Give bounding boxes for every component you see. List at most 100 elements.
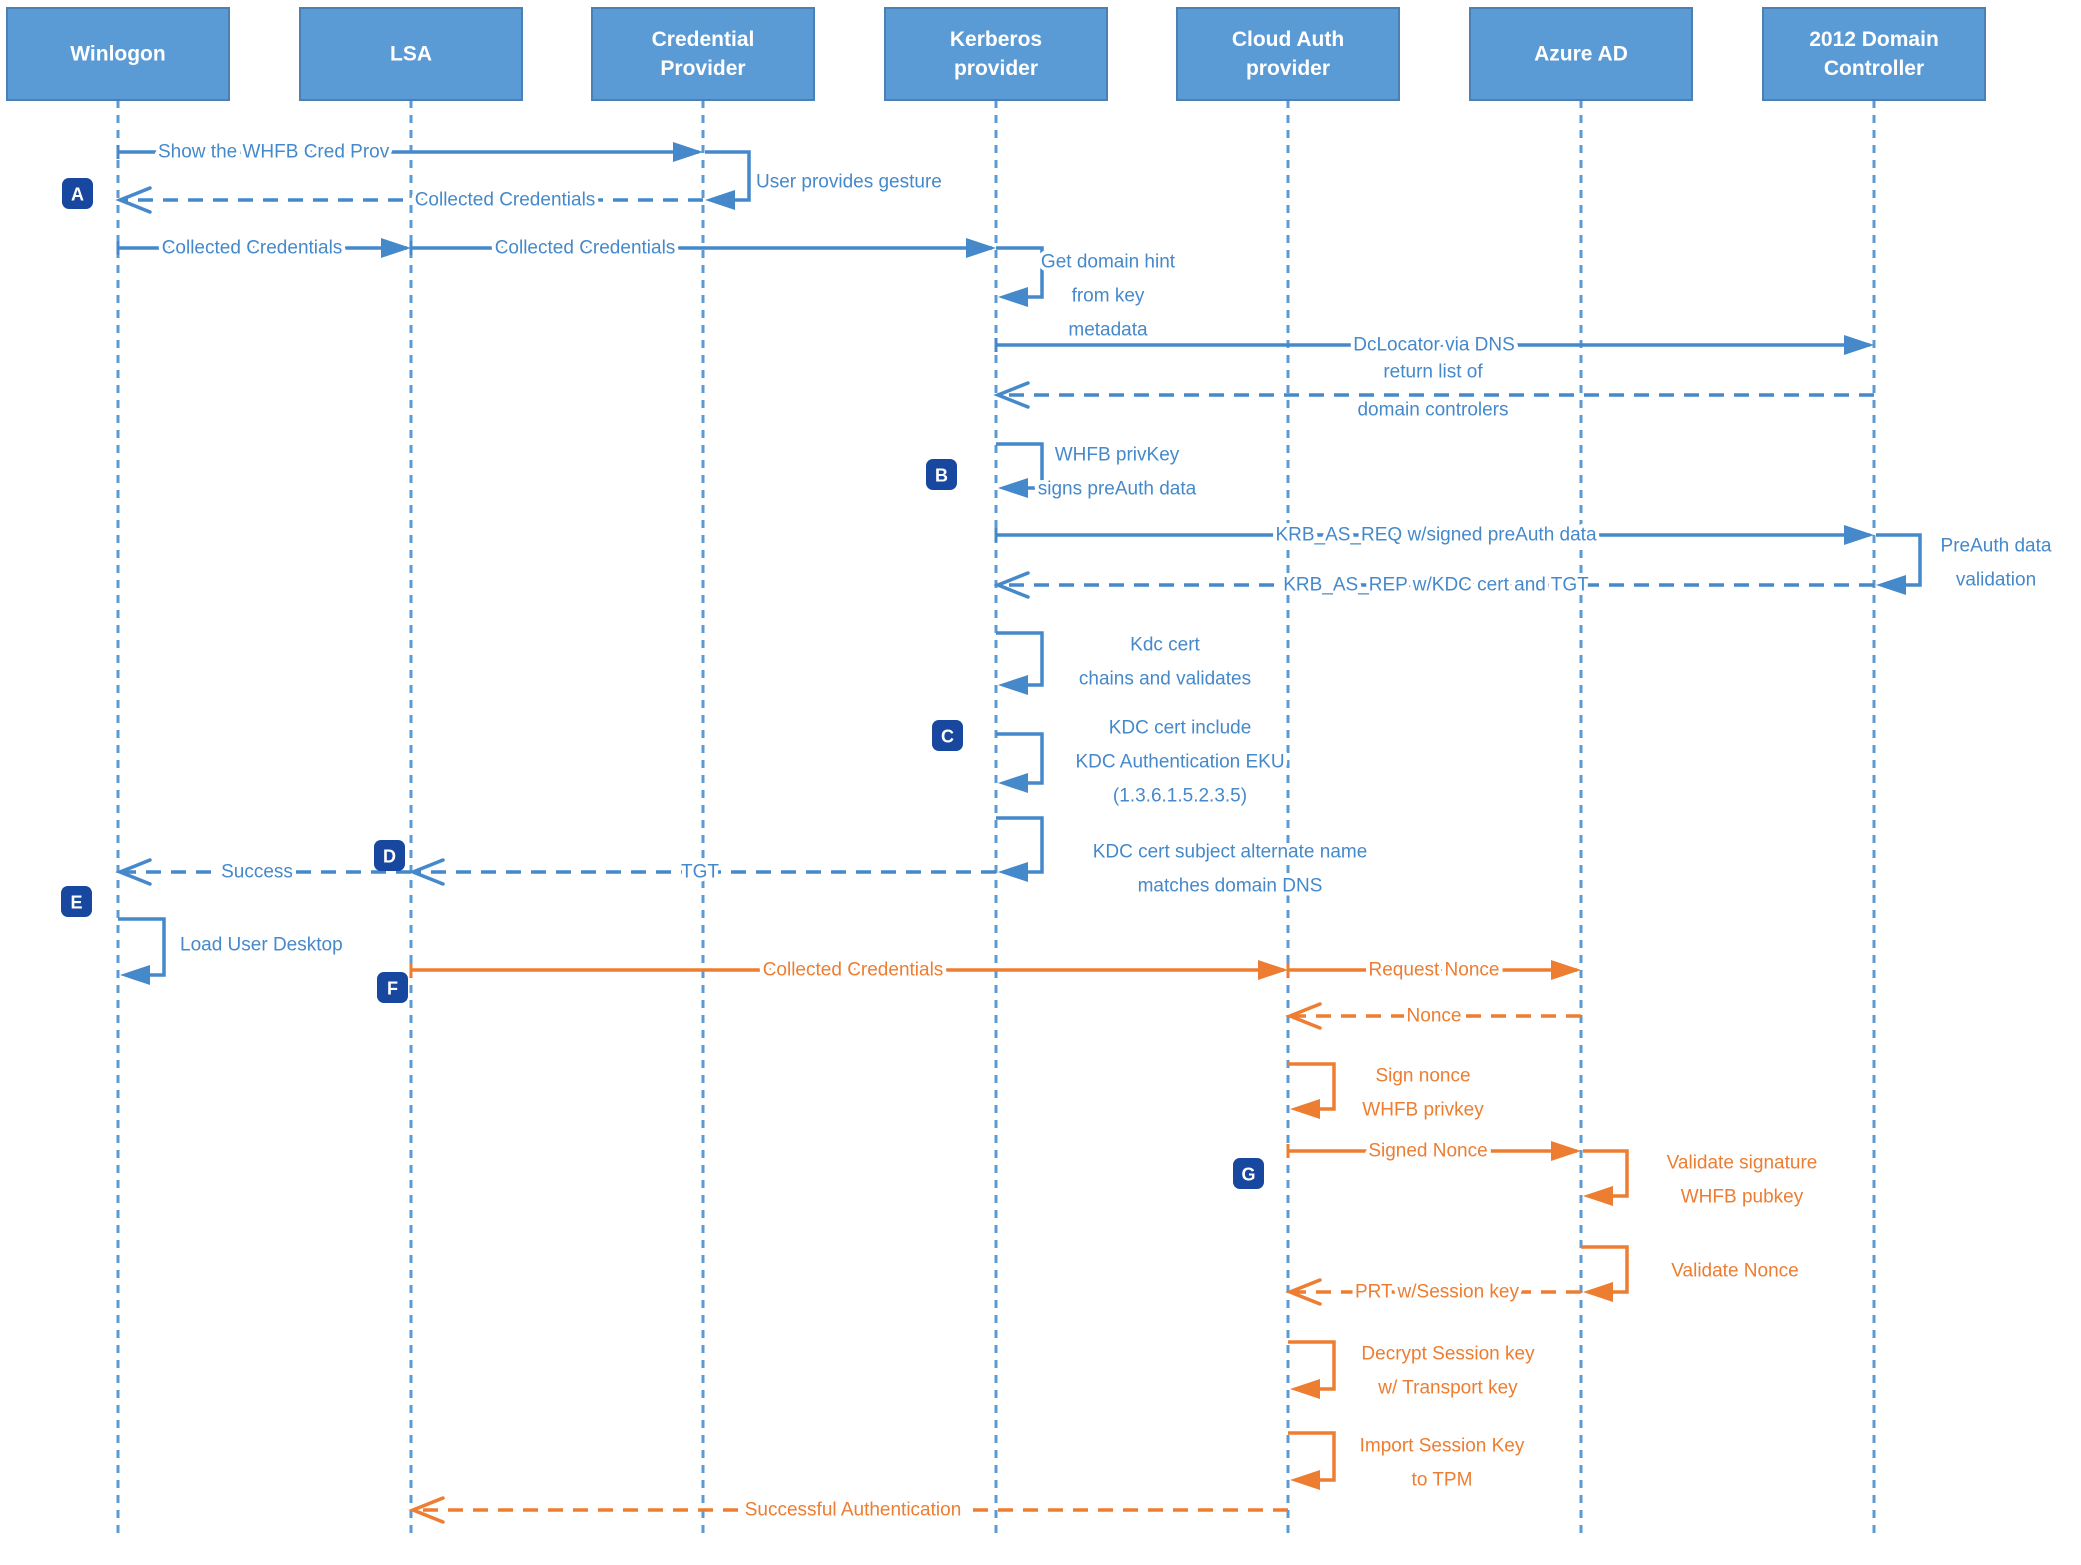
step-badge-g: [1233, 1158, 1264, 1189]
arrowhead-open-icon: [115, 858, 152, 886]
actor-box-winlogon: [6, 7, 230, 101]
message-label-whfb-privkey-signs-preauth-line2: signs preAuth data: [1038, 479, 1197, 500]
message-label-prt-w-session-key: PRT w/Session key: [1355, 1282, 1520, 1303]
arrowhead-filled-icon: [998, 478, 1028, 498]
message-label-signed-nonce: Signed Nonce: [1368, 1141, 1487, 1162]
self-message-validate-nonce: [1581, 1245, 1629, 1294]
arrowhead-open-icon: [408, 1496, 445, 1524]
actor-label-cloud-auth-provider-line2: provider: [1246, 57, 1330, 80]
actor-label-kerberos-provider-line2: provider: [954, 57, 1038, 80]
message-label-success: Success: [221, 862, 293, 883]
arrowhead-filled-icon: [381, 238, 411, 258]
step-badge-letter-g: G: [1241, 1165, 1255, 1185]
actor-box-credential-provider: [591, 7, 815, 101]
actor-label-kerberos-provider-line1: Kerberos: [950, 28, 1042, 51]
actor-label-cloud-auth-provider-line1: Cloud Auth: [1232, 28, 1344, 51]
message-label-whfb-privkey-signs-preauth-line1: WHFB privKey: [1055, 445, 1180, 466]
step-badge-letter-e: E: [70, 893, 82, 913]
message-label-collected-credentials-winlogon-lsa: Collected Credentials: [162, 238, 343, 259]
step-badge-c: [932, 720, 963, 751]
step-badge-letter-d: D: [383, 847, 396, 867]
message-label-krb-as-req: KRB_AS_REQ w/signed preAuth data: [1275, 525, 1597, 546]
actor-box-kerberos-provider: [884, 7, 1108, 101]
arrowhead-filled-icon: [1583, 1282, 1613, 1302]
message-label-return-list-of-domain-controlers-line2: domain controlers: [1357, 400, 1508, 421]
step-badge-letter-a: A: [71, 185, 84, 205]
message-label-sign-nonce-whfb-privkey-line1: Sign nonce: [1375, 1066, 1470, 1087]
message-label-kdc-cert-include-eku-line1: KDC cert include: [1109, 718, 1252, 739]
message-label-decrypt-session-key-line2: w/ Transport key: [1377, 1378, 1518, 1399]
arrowhead-filled-icon: [1551, 960, 1581, 980]
step-badge-letter-c: C: [941, 727, 954, 747]
actor-box-lsa: [299, 7, 523, 101]
arrowhead-filled-icon: [1551, 1141, 1581, 1161]
self-message-whfb-privkey-signs-preauth: [996, 442, 1044, 490]
arrowhead-open-icon: [993, 571, 1030, 599]
message-label-import-session-key-to-tpm-line2: to TPM: [1412, 1470, 1473, 1491]
arrowhead-filled-icon: [120, 965, 150, 985]
message-label-decrypt-session-key-line1: Decrypt Session key: [1361, 1344, 1535, 1365]
self-message-sign-nonce-whfb-privkey: [1288, 1062, 1336, 1111]
actor-label-azure-ad-line1: Azure AD: [1534, 43, 1628, 66]
arrowhead-filled-icon: [1583, 1186, 1613, 1206]
message-label-kdc-cert-subject-alternate-name-line1: KDC cert subject alternate name: [1093, 842, 1368, 863]
message-label-collected-credentials-lsa-kerberos: Collected Credentials: [495, 238, 676, 259]
step-badge-e: [61, 886, 92, 917]
message-label-get-domain-hint-line2: from key: [1072, 286, 1145, 307]
message-label-preauth-data-validation-line2: validation: [1956, 570, 2036, 591]
arrowhead-filled-icon: [1290, 1470, 1320, 1490]
message-label-validate-signature-whfb-pubkey-line2: WHFB pubkey: [1681, 1187, 1804, 1208]
message-label-show-whfb-cred-prov: Show the WHFB Cred Prov: [158, 142, 390, 163]
actor-label-domain-controller-2012-line1: 2012 Domain: [1809, 28, 1939, 51]
self-message-validate-signature-whfb-pubkey: [1583, 1149, 1629, 1198]
self-message-decrypt-session-key: [1288, 1340, 1336, 1391]
arrowhead-open-icon: [1285, 1002, 1322, 1030]
actor-label-credential-provider-line1: Credential: [652, 28, 755, 51]
message-label-validate-signature-whfb-pubkey-line1: Validate signature: [1667, 1153, 1818, 1174]
actor-box-domain-controller-2012: [1762, 7, 1986, 101]
arrowhead-filled-icon: [673, 142, 703, 162]
step-badge-a: [62, 178, 93, 209]
actor-label-winlogon-line1: Winlogon: [70, 43, 165, 66]
message-label-krb-as-rep: KRB_AS_REP w/KDC cert and TGT: [1283, 575, 1589, 596]
arrowhead-filled-icon: [1258, 960, 1288, 980]
message-label-kdc-cert-chains-validates-line2: chains and validates: [1079, 669, 1251, 690]
actor-label-domain-controller-2012-line2: Controller: [1824, 57, 1924, 80]
arrowhead-filled-icon: [998, 773, 1028, 793]
arrowhead-filled-icon: [1844, 525, 1874, 545]
actor-label-credential-provider-line2: Provider: [660, 57, 745, 80]
message-label-tgt: TGT: [681, 862, 719, 883]
actor-label-lsa-line1: LSA: [390, 43, 432, 66]
arrowhead-filled-icon: [1844, 335, 1874, 355]
arrowhead-filled-icon: [998, 862, 1028, 882]
self-message-user-provides-gesture: [705, 150, 751, 202]
self-message-get-domain-hint: [996, 246, 1044, 299]
arrowhead-filled-icon: [705, 190, 735, 210]
self-message-import-session-key-to-tpm: [1288, 1431, 1336, 1482]
message-label-preauth-data-validation-line1: PreAuth data: [1941, 536, 2052, 557]
message-label-get-domain-hint-line1: Get domain hint: [1041, 252, 1176, 273]
self-message-kdc-cert-subject-alternate-name: [996, 816, 1044, 874]
message-label-collected-credentials-orange: Collected Credentials: [763, 960, 944, 981]
self-message-preauth-data-validation: [1876, 533, 1922, 587]
message-label-kdc-cert-include-eku-line3: (1.3.6.1.5.2.3.5): [1113, 786, 1247, 807]
step-badge-letter-b: B: [935, 466, 948, 486]
message-label-request-nonce: Request Nonce: [1369, 960, 1500, 981]
arrowhead-filled-icon: [1876, 575, 1906, 595]
step-badge-d: [374, 840, 405, 871]
self-message-load-user-desktop: [118, 917, 166, 977]
message-label-import-session-key-to-tpm-line1: Import Session Key: [1360, 1436, 1525, 1457]
message-label-get-domain-hint-line3: metadata: [1068, 320, 1148, 341]
arrowhead-filled-icon: [998, 675, 1028, 695]
message-label-validate-nonce-line1: Validate Nonce: [1671, 1261, 1798, 1282]
message-label-return-list-of-domain-controlers-line1: return list of: [1383, 362, 1483, 383]
arrowhead-filled-icon: [1290, 1379, 1320, 1399]
message-label-kdc-cert-subject-alternate-name-line2: matches domain DNS: [1138, 876, 1323, 897]
self-message-kdc-cert-chains-validates: [996, 631, 1044, 687]
message-label-sign-nonce-whfb-privkey-line2: WHFB privkey: [1362, 1100, 1484, 1121]
message-label-dclocator-via-dns: DcLocator via DNS: [1353, 335, 1515, 356]
step-badge-letter-f: F: [387, 979, 398, 999]
message-label-user-provides-gesture-line1: User provides gesture: [756, 172, 942, 193]
